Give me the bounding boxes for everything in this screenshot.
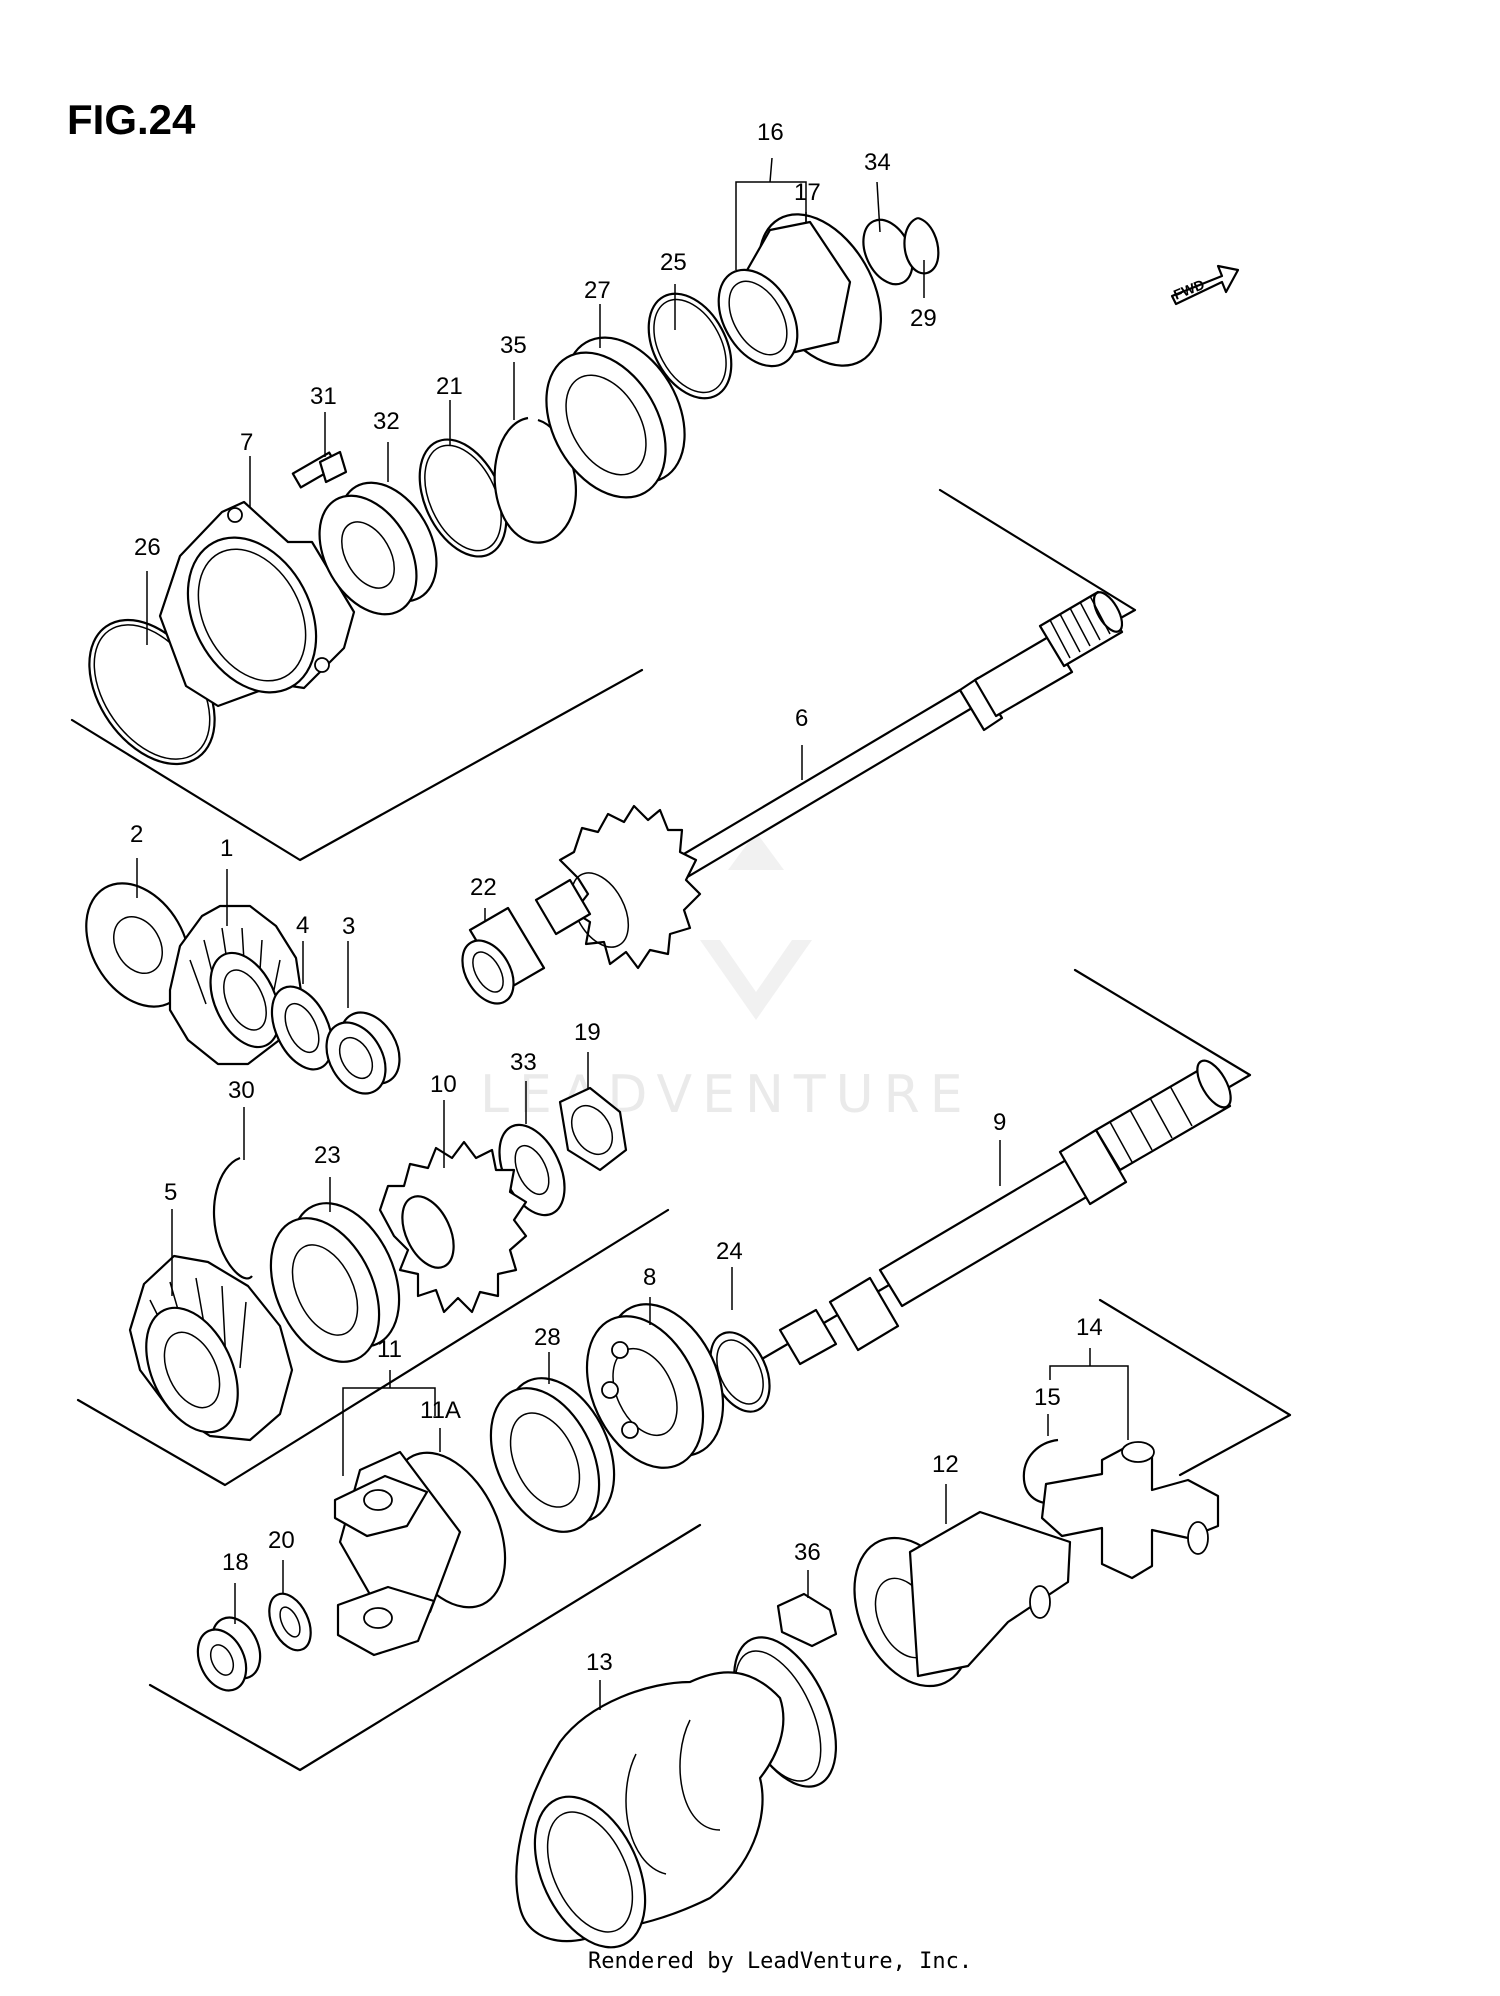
callout-24: 24 [716, 1238, 743, 1265]
part-27-bearing-housing [545, 336, 686, 499]
callout-2: 2 [130, 821, 143, 848]
callout-21: 21 [436, 373, 463, 400]
forward-arrow-icon: FWD [1170, 264, 1240, 306]
part-19-hex-nut [558, 1086, 628, 1172]
section-frame-upper [70, 668, 644, 862]
callout-27: 27 [584, 277, 611, 304]
callout-31: 31 [310, 383, 337, 410]
callout-1: 1 [220, 835, 233, 862]
part-23-needle-bearing [269, 1202, 401, 1363]
callout-15: 15 [1034, 1384, 1061, 1411]
section-frame-middle [76, 1208, 670, 1487]
part-10-gear [378, 1140, 528, 1314]
part-9-pinion-shaft [778, 1059, 1232, 1366]
part-28-oil-seal [489, 1377, 616, 1533]
callout-9: 9 [993, 1109, 1006, 1136]
part-6-drive-gear [534, 804, 702, 970]
footer-credit: Rendered by LeadVenture, Inc. [588, 1949, 972, 1974]
callout-33: 33 [510, 1049, 537, 1076]
section-frame-lower [148, 1523, 702, 1772]
callout-29: 29 [910, 305, 937, 332]
callout-8: 8 [643, 1264, 656, 1291]
watermark-logo: LEADVENTURE [480, 832, 973, 1125]
figure-title: FIG.24 [67, 96, 196, 143]
part-11-yoke [333, 1450, 507, 1657]
part-24-ball-bearing [585, 1303, 725, 1469]
callout-6: 6 [795, 705, 808, 732]
callout-34: 34 [864, 149, 891, 176]
part-13-dust-boot [515, 1671, 785, 1949]
callout-11a: 11A [420, 1397, 461, 1424]
part-30-circlip [212, 1156, 253, 1280]
part-18-flange-nut [196, 1616, 262, 1692]
part-14-universal-joint-cross [1040, 1441, 1220, 1580]
part-7-housing [158, 500, 356, 708]
callout-5: 5 [164, 1179, 177, 1206]
part-5-bevel-gear [128, 1254, 294, 1442]
part-29-circlip [903, 216, 940, 275]
part-12-yoke [853, 1510, 1072, 1688]
callout-30: 30 [228, 1077, 255, 1104]
callout-11: 11 [377, 1336, 402, 1363]
part-6-output-shaft [638, 590, 1124, 900]
part-32-bearing [318, 481, 438, 616]
callout-10: 10 [430, 1071, 457, 1098]
part-31-bolt [291, 450, 348, 489]
callout-22: 22 [470, 874, 497, 901]
leader-lines [136, 157, 1129, 1710]
callout-32: 32 [373, 408, 400, 435]
callout-7: 7 [240, 429, 253, 456]
callout-20: 20 [268, 1527, 295, 1554]
callout-4: 4 [296, 912, 309, 939]
watermark-text: LEADVENTURE [480, 1065, 973, 1125]
part-3-nut [325, 1011, 401, 1095]
callout-35: 35 [500, 332, 527, 359]
callout-12: 12 [932, 1451, 959, 1478]
part-22-bushing [461, 906, 546, 1005]
callout-13: 13 [586, 1649, 613, 1676]
callout-16: 16 [757, 119, 784, 146]
callout-26: 26 [134, 534, 161, 561]
callout-25: 25 [660, 249, 687, 276]
callout-14: 14 [1076, 1314, 1103, 1341]
part-17-oil-seal [717, 213, 883, 368]
part-1-bevel-gear [168, 904, 304, 1066]
section-frame-lower-b [1098, 1298, 1292, 1477]
callout-28: 28 [534, 1324, 561, 1351]
callout-36: 36 [794, 1539, 821, 1566]
callout-17: 17 [794, 179, 821, 206]
part-20-washer [268, 1592, 312, 1652]
section-frame-middle-b [698, 968, 1252, 1397]
callout-labels: 26 7 31 32 21 35 27 25 16 17 34 29 6 2 1… [130, 119, 1103, 1676]
callout-3: 3 [342, 913, 355, 940]
callout-23: 23 [314, 1142, 341, 1169]
callout-19: 19 [574, 1019, 601, 1046]
callout-18: 18 [222, 1549, 249, 1576]
